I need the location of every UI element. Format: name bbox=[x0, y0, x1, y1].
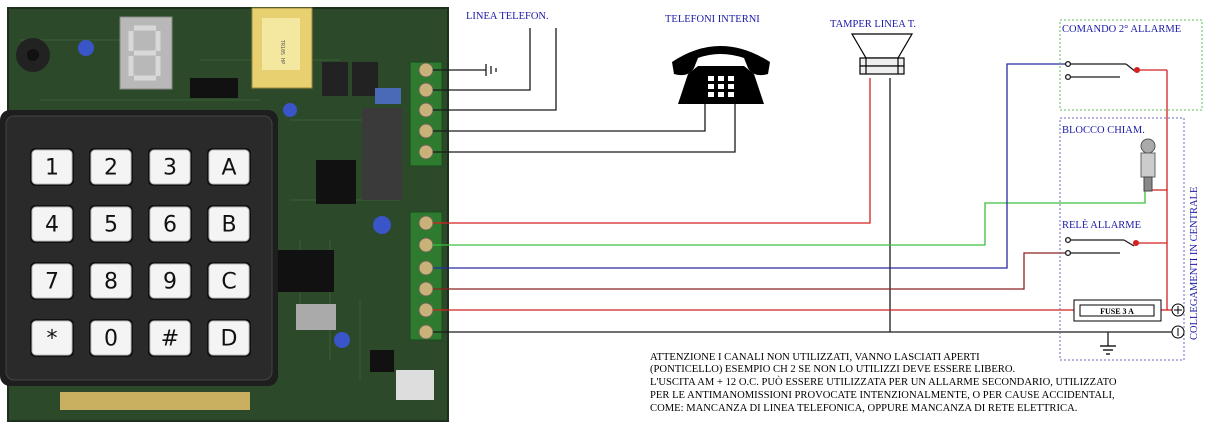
siren-icon bbox=[850, 33, 914, 75]
key-label: 9 bbox=[163, 270, 177, 295]
key-switch-icon bbox=[1140, 138, 1156, 192]
key-label: 6 bbox=[163, 213, 177, 238]
key-A[interactable]: A bbox=[207, 148, 251, 186]
zero-terminal bbox=[1171, 325, 1185, 339]
rele-allarme-label: RELÈ ALLARME bbox=[1062, 219, 1141, 231]
plus-terminal bbox=[1171, 303, 1185, 317]
note-line: (PONTICELLO) ESEMPIO CH 2 SE NON LO UTIL… bbox=[650, 364, 1015, 375]
terminal-block-bottom bbox=[409, 211, 443, 341]
key-label: 4 bbox=[45, 213, 59, 238]
note-line: COME: MANCANZA DI LINEA TELEFONICA, OPPU… bbox=[650, 403, 1077, 414]
fuse-label: FUSE 3 A bbox=[1100, 307, 1134, 316]
key-label: 8 bbox=[104, 270, 118, 295]
telephone-icon bbox=[672, 46, 770, 104]
note-line: ATTENZIONE I CANALI NON UTILIZZATI, VANN… bbox=[650, 352, 980, 363]
note-line: L'USCITA AM + 12 O.C. PUÒ ESSERE UTILIZZ… bbox=[650, 376, 1117, 388]
terminal-block-top bbox=[409, 61, 443, 167]
key-9[interactable]: 9 bbox=[148, 262, 192, 300]
linea-telefon-label: LINEA TELEFON. bbox=[466, 11, 549, 22]
notes-block: ATTENZIONE I CANALI NON UTILIZZATI, VANN… bbox=[650, 352, 1117, 414]
key-label: 5 bbox=[104, 213, 118, 238]
telefoni-interni-label: TELEFONI INTERNI bbox=[665, 14, 760, 25]
key-4[interactable]: 4 bbox=[30, 205, 74, 243]
comando-allarme-box bbox=[1059, 19, 1203, 111]
note-line: PER LE ANTIMANOMISSIONI PROVOCATE INTENZ… bbox=[650, 390, 1115, 401]
seven-segment-display bbox=[119, 16, 173, 90]
ground-symbol bbox=[1100, 345, 1116, 355]
key-label: 1 bbox=[45, 156, 59, 181]
key-label: * bbox=[47, 327, 58, 352]
key-5[interactable]: 5 bbox=[89, 205, 133, 243]
key-6[interactable]: 6 bbox=[148, 205, 192, 243]
key-1[interactable]: 1 bbox=[30, 148, 74, 186]
wires bbox=[433, 28, 1172, 346]
collegamenti-label: COLLEGAMENTI IN CENTRALE bbox=[1189, 187, 1200, 340]
key-label: 0 bbox=[104, 327, 118, 352]
key-#[interactable]: # bbox=[148, 319, 192, 357]
collegamenti-box: FUSE 3 A bbox=[1059, 117, 1185, 361]
key-*[interactable]: * bbox=[30, 319, 74, 357]
key-C[interactable]: C bbox=[207, 262, 251, 300]
key-7[interactable]: 7 bbox=[30, 262, 74, 300]
yellow-relay: TR105 HP bbox=[251, 7, 313, 89]
key-3[interactable]: 3 bbox=[148, 148, 192, 186]
keypad: 1 2 3 A 4 5 6 B 7 8 9 C * 0 # D bbox=[0, 110, 278, 386]
key-0[interactable]: 0 bbox=[89, 319, 133, 357]
key-8[interactable]: 8 bbox=[89, 262, 133, 300]
blocco-chiam-label: BLOCCO CHIAM. bbox=[1062, 125, 1145, 136]
key-D[interactable]: D bbox=[207, 319, 251, 357]
key-label: B bbox=[221, 213, 236, 238]
key-label: 2 bbox=[104, 156, 118, 181]
key-B[interactable]: B bbox=[207, 205, 251, 243]
key-2[interactable]: 2 bbox=[89, 148, 133, 186]
key-label: D bbox=[221, 327, 238, 352]
key-label: A bbox=[221, 156, 236, 181]
key-label: 7 bbox=[45, 270, 59, 295]
ground-symbol-line bbox=[485, 64, 497, 76]
tamper-label: TAMPER LINEA T. bbox=[830, 19, 916, 30]
comando-allarme-label: COMANDO 2° ALLARME bbox=[1062, 24, 1181, 35]
key-label: 3 bbox=[163, 156, 177, 181]
fuse: FUSE 3 A bbox=[1073, 299, 1162, 322]
svg-text:TR105 HP: TR105 HP bbox=[279, 40, 285, 64]
key-label: C bbox=[221, 270, 236, 295]
key-label: # bbox=[161, 327, 179, 352]
